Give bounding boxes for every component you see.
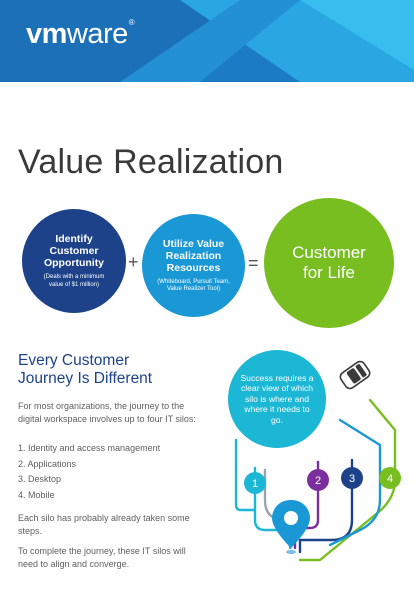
- circle-title: Customer for Life: [292, 243, 366, 282]
- vmware-logo[interactable]: vmware®: [26, 18, 135, 50]
- blue-path: [328, 418, 382, 547]
- teal-path: [234, 438, 292, 550]
- list-item: 2. Applications: [18, 458, 77, 469]
- identify-opportunity-circle: Identify Customer Opportunity (Deals wit…: [22, 209, 126, 313]
- customer-for-life-circle: Customer for Life: [264, 198, 394, 328]
- marker-label: 1: [252, 478, 258, 490]
- journey-illustration: 1 2 3 4: [234, 360, 401, 562]
- purple-path: [293, 460, 320, 550]
- marker-2: 2: [307, 469, 329, 491]
- page-title: Value Realization: [18, 143, 284, 181]
- circle-subtitle: (Deals with a minimum value of $1 millio…: [43, 274, 105, 288]
- marker-4: 4: [379, 467, 401, 489]
- list-item: 4. Mobile: [18, 489, 55, 500]
- marker-label: 4: [387, 473, 393, 485]
- plus-sign: +: [128, 252, 139, 272]
- list-item: 3. Desktop: [18, 474, 62, 484]
- success-bubble: Success requires a clear view of which s…: [228, 350, 326, 448]
- location-pin-icon: [272, 500, 310, 554]
- circle-subtitle: (Whiteboard, Pursuit Team, Value Realize…: [157, 278, 230, 293]
- car-icon: [339, 360, 371, 390]
- equals-sign: =: [248, 253, 259, 273]
- circle-title: Identify Customer Opportunity: [43, 233, 105, 269]
- intro-paragraph: For most organizations, the journey to t…: [18, 401, 196, 424]
- marker-label: 2: [315, 475, 321, 487]
- circle-title: Utilize Value Realization Resources: [162, 237, 225, 274]
- marker-label: 3: [349, 473, 355, 485]
- silo-list: 1. Identity and access management 2. App…: [18, 441, 160, 503]
- utilize-resources-circle: Utilize Value Realization Resources (Whi…: [142, 214, 245, 317]
- list-item: 1. Identity and access management: [18, 443, 161, 453]
- converge-paragraph: To complete the journey, these IT silos …: [18, 546, 186, 569]
- header-background: [0, 0, 414, 82]
- marker-3: 3: [341, 467, 363, 489]
- header-banner: vmware®: [0, 0, 414, 82]
- success-text: Success requires a clear view of which s…: [240, 372, 314, 425]
- marker-1: 1: [244, 472, 266, 494]
- section-heading: Every Customer Journey Is Different: [18, 352, 153, 387]
- steps-paragraph: Each silo has probably already taken som…: [18, 513, 190, 536]
